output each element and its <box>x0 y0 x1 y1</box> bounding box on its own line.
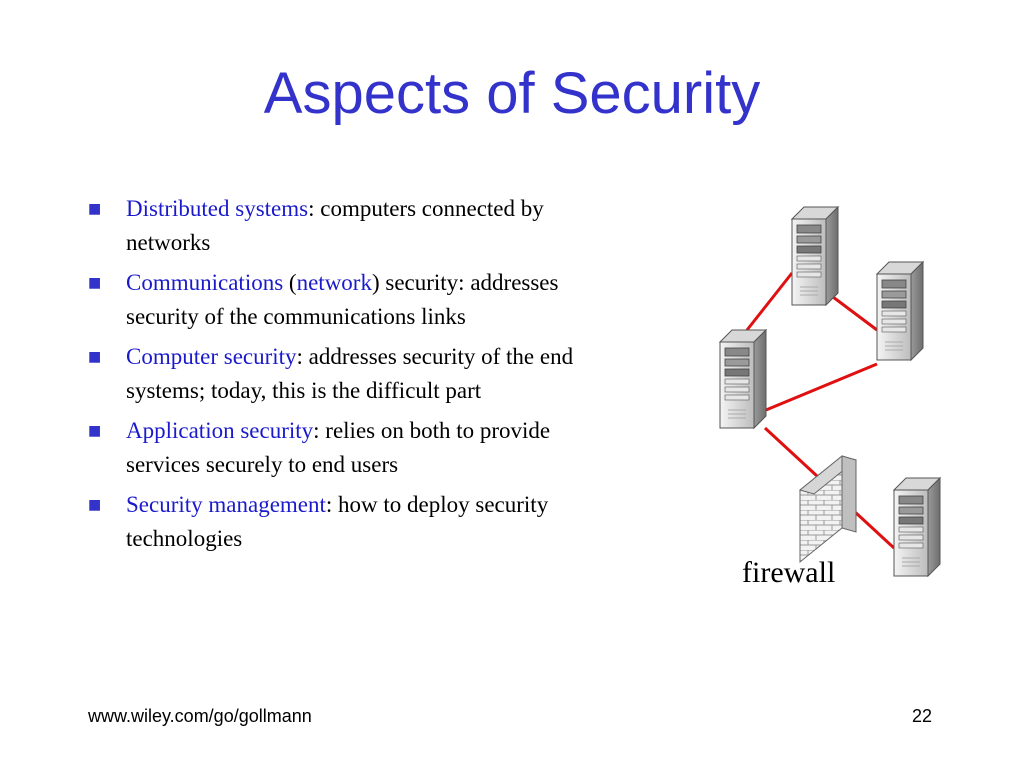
bullet-keyword: Distributed systems <box>126 196 309 221</box>
bullet-text: : how to deploy security technologies <box>126 492 549 551</box>
bullet-list: ■ Distributed systems: computers connect… <box>86 192 626 562</box>
bullet-keyword-network: network <box>296 270 372 295</box>
bullet-text: ( <box>283 270 297 295</box>
page-number: 22 <box>912 706 933 726</box>
bullet-keyword: Application security <box>126 418 314 443</box>
bullet-text: ) security: addresses security of the co… <box>126 270 559 329</box>
square-bullet-icon: ■ <box>88 275 102 291</box>
bullet-item-application-security: ■ Application security: relies on both t… <box>86 414 626 482</box>
square-bullet-icon: ■ <box>88 497 102 513</box>
square-bullet-icon: ■ <box>88 349 102 365</box>
bullet-item-security-management: ■ Security management: how to deploy sec… <box>86 488 626 556</box>
network-link <box>763 426 819 478</box>
server-left-icon <box>719 329 767 429</box>
firewall-label: firewall <box>742 556 836 589</box>
bullet-item-communications: ■ Communications (network) security: add… <box>86 266 626 334</box>
bullet-item-computer-security: ■ Computer security: addresses security … <box>86 340 626 408</box>
network-diagram <box>719 206 941 577</box>
bullet-text: : computers connected by networks <box>126 196 544 255</box>
bullet-text: : addresses security of the end systems;… <box>126 344 574 403</box>
network-link <box>765 362 878 412</box>
firewall-icon <box>798 454 858 564</box>
square-bullet-icon: ■ <box>88 201 102 217</box>
square-bullet-icon: ■ <box>88 423 102 439</box>
network-link <box>828 292 878 332</box>
bullet-keyword: Communications <box>126 270 284 295</box>
server-right-icon <box>876 261 924 361</box>
server-bottom-icon <box>893 477 941 577</box>
footer-url: www.wiley.com/go/gollmann <box>88 706 312 726</box>
slide-title: Aspects of Security <box>263 61 761 126</box>
bullet-item-distributed-systems: ■ Distributed systems: computers connect… <box>86 192 626 260</box>
bullet-keyword: Security management <box>126 492 326 517</box>
bullet-text: : relies on both to provide services sec… <box>126 418 551 477</box>
bullet-keyword: Computer security <box>126 344 297 369</box>
server-top-icon <box>791 206 839 306</box>
network-link <box>745 272 794 331</box>
